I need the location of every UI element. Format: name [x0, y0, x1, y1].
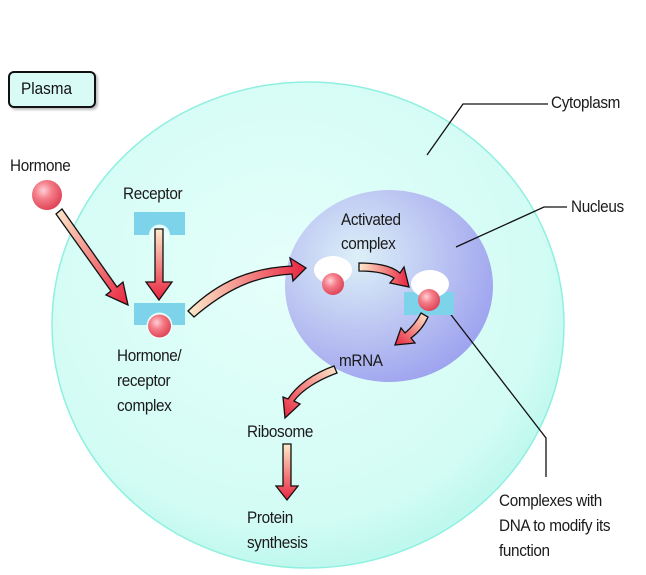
- arrow-dna-to-mrna: [394, 312, 429, 346]
- dna-complex-hormone: [418, 289, 440, 311]
- label-hormone-receptor-complex-line2: receptor: [117, 371, 171, 390]
- label-hormone-receptor-complex-line3: complex: [117, 396, 172, 415]
- label-dna-complex-line1: Complexes with: [499, 491, 602, 510]
- label-dna-complex-line3: function: [499, 541, 550, 560]
- label-protein-synthesis-line1: Protein: [247, 508, 293, 527]
- label-cytoplasm: Cytoplasm: [551, 93, 621, 112]
- activated-complex-halo: [314, 256, 352, 284]
- hormone-molecule: [32, 180, 62, 210]
- plasma-title-label: Plasma: [21, 79, 73, 98]
- label-activated-complex-line2: complex: [341, 234, 396, 253]
- receptor-bound: [134, 303, 185, 325]
- cytoplasm-leader-line: [426, 103, 548, 156]
- label-mrna: mRNA: [339, 351, 383, 370]
- arrow-ribosome-to-protein: [274, 443, 300, 502]
- label-protein-synthesis-line2: synthesis: [247, 533, 308, 552]
- nucleus: [285, 190, 493, 382]
- dna-complex-halo: [411, 270, 449, 298]
- label-nucleus: Nucleus: [571, 197, 624, 216]
- label-ribosome: Ribosome: [247, 422, 314, 441]
- dna-complex-leader-line: [444, 306, 547, 477]
- label-hormone: Hormone: [10, 156, 71, 175]
- nucleus-leader-line: [455, 206, 567, 248]
- arrow-activated-to-dna: [358, 262, 410, 288]
- arrow-hormone-to-complex: [55, 208, 129, 307]
- label-hormone-receptor-complex-line1: Hormone/: [117, 346, 182, 365]
- hormone-bound: [148, 314, 171, 338]
- label-activated-complex-line1: Activated: [341, 210, 401, 229]
- receptor-free: [134, 212, 185, 235]
- label-receptor: Receptor: [123, 184, 183, 203]
- arrow-complex-to-nucleus: [187, 256, 308, 318]
- plasma-title-box: Plasma: [8, 71, 96, 108]
- label-dna-complex-line2: DNA to modify its: [499, 516, 611, 535]
- activated-complex-hormone: [322, 273, 344, 295]
- arrow-mrna-to-ribosome: [282, 365, 338, 420]
- arrow-receptor-to-complex: [144, 228, 174, 302]
